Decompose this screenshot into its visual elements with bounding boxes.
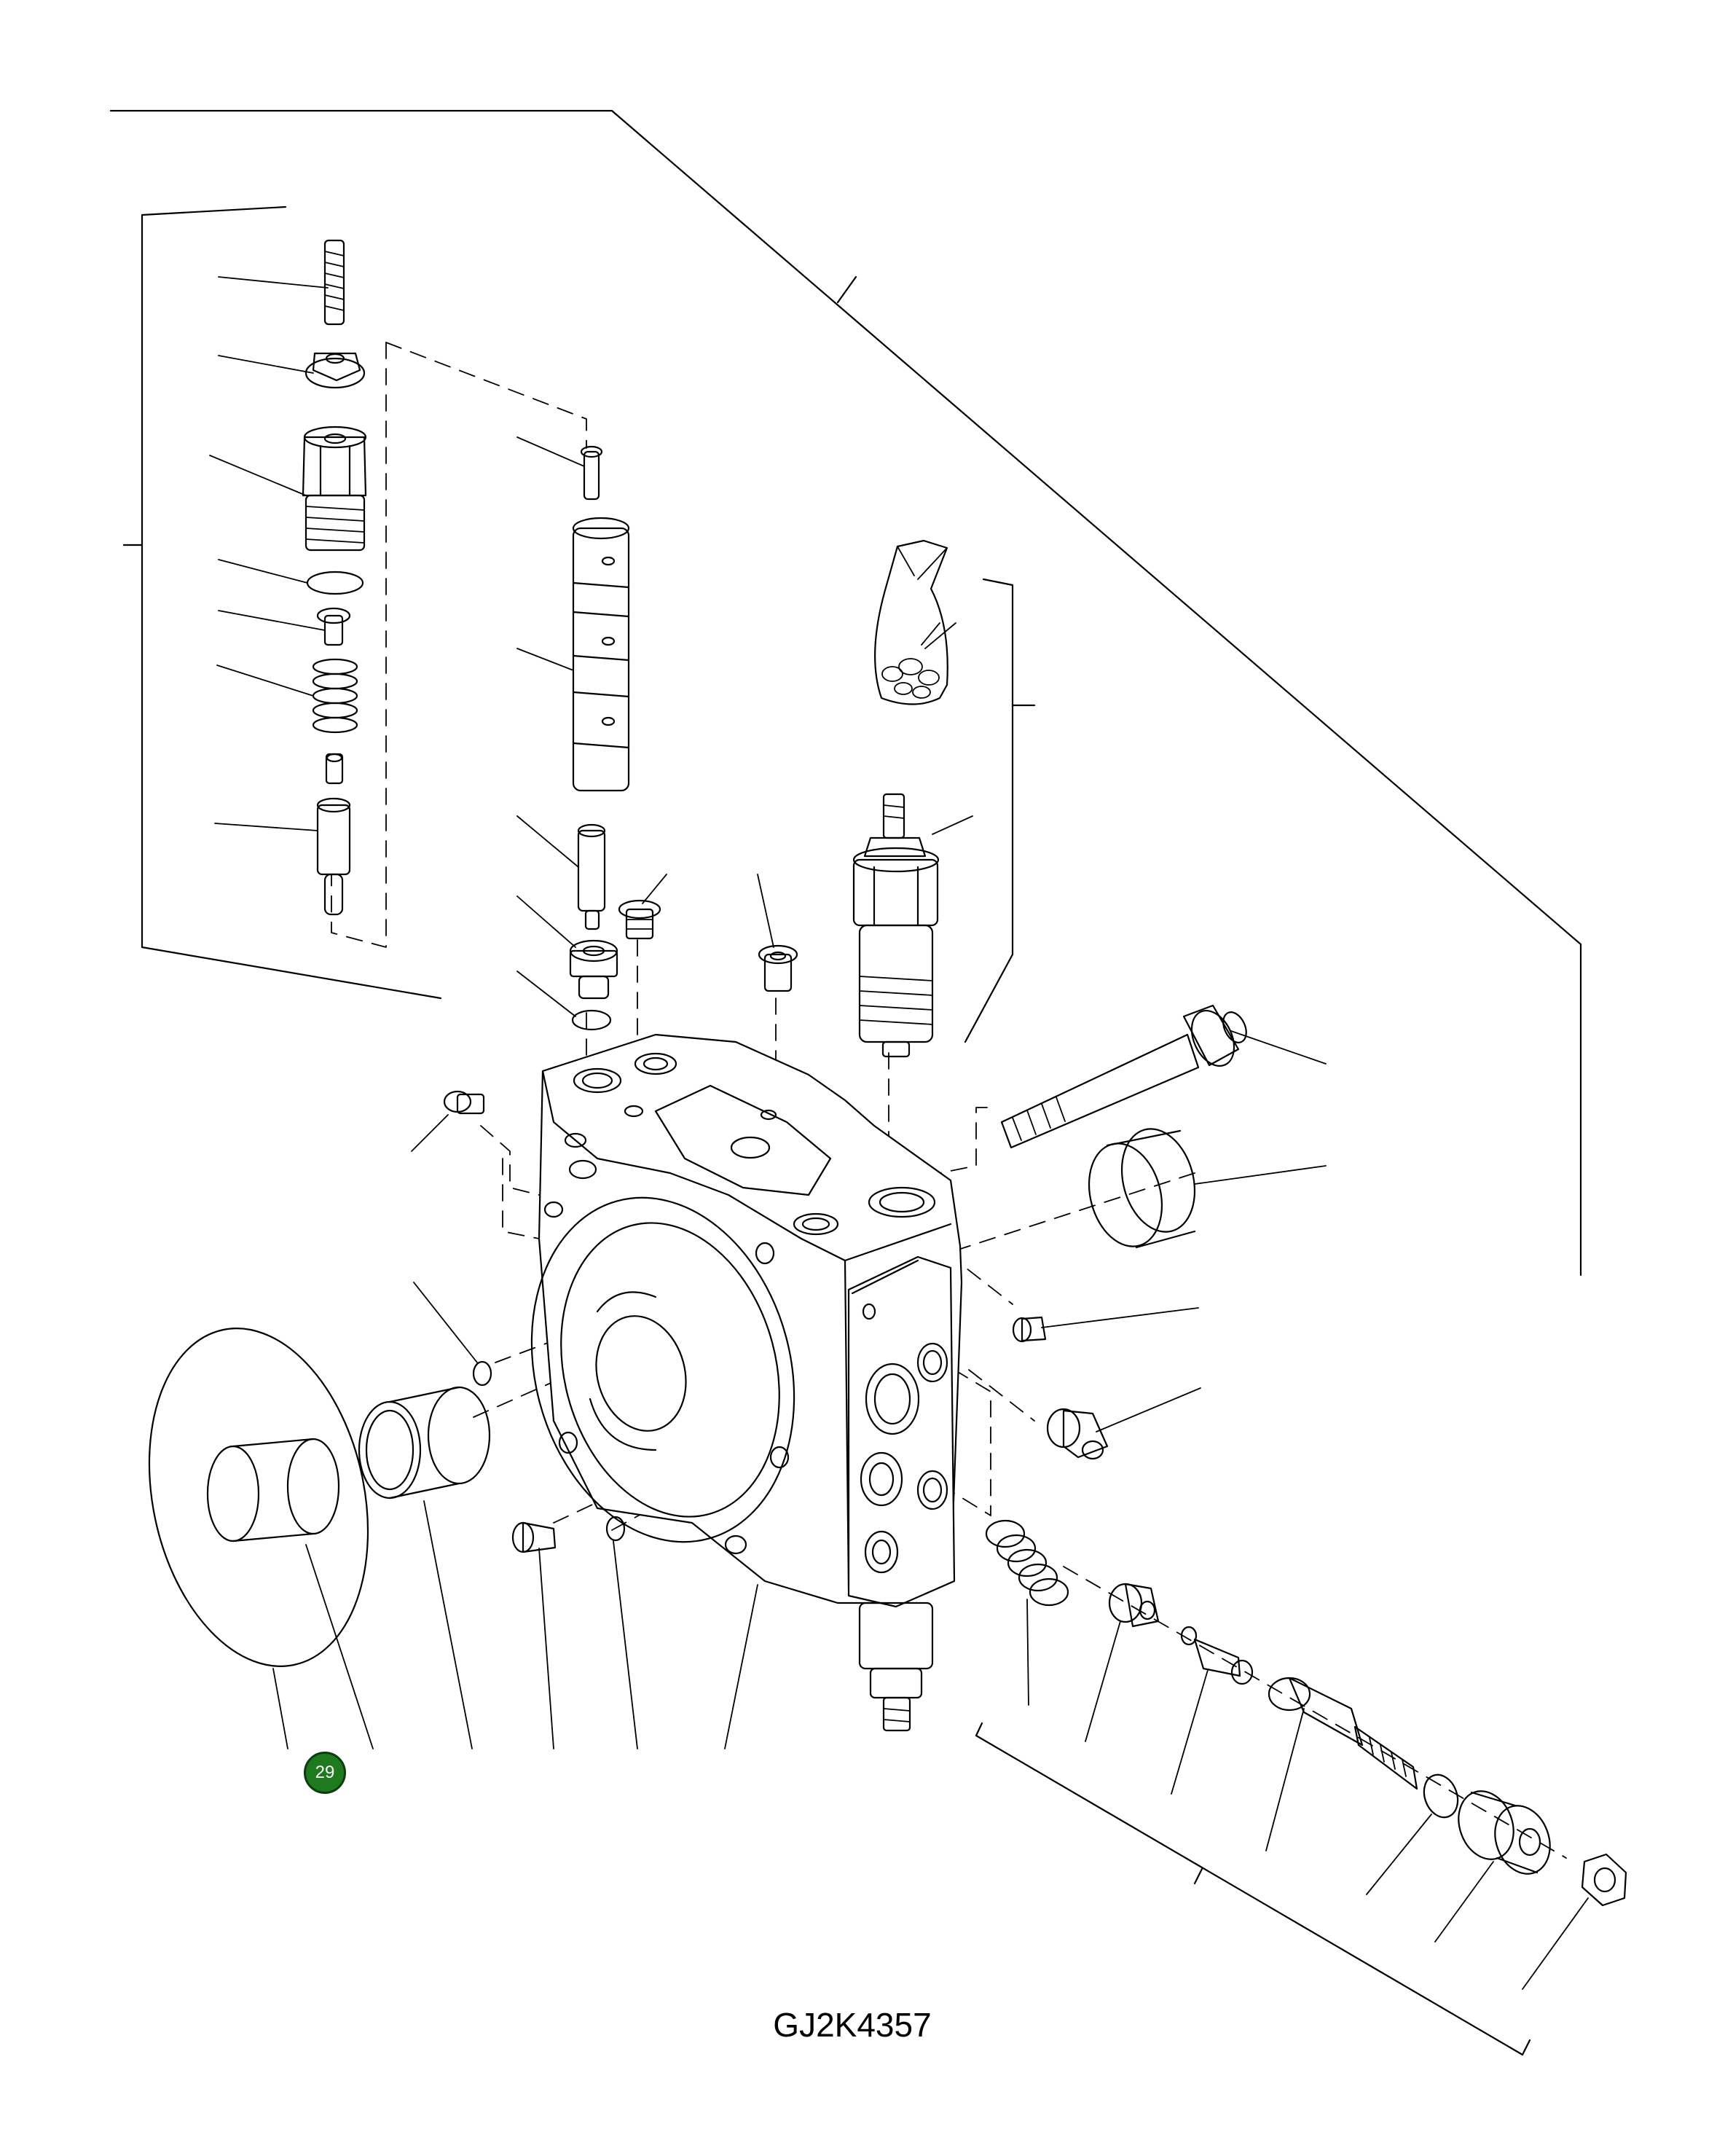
socket-head-bolt xyxy=(1000,1004,1247,1149)
bottom-group-tick xyxy=(1193,1867,1203,1885)
top-plug-a xyxy=(618,899,661,940)
left-group-bracket xyxy=(141,205,442,1000)
small-o-ring-b xyxy=(605,1516,626,1542)
group-brackets xyxy=(109,109,1582,2056)
leader-lines xyxy=(209,276,1589,1990)
outer-bushing xyxy=(358,1386,491,1500)
spring-seat xyxy=(316,607,351,646)
side-fitting-guide xyxy=(968,1369,1035,1422)
small-plugs xyxy=(443,899,798,1115)
bottom-group-bracket xyxy=(975,1722,1531,2056)
small-o-ring-a xyxy=(472,1360,492,1387)
top-group-tick xyxy=(836,275,857,304)
valve-body xyxy=(530,1033,963,1732)
ring-sleeve xyxy=(1088,1128,1196,1249)
left-valve-guide xyxy=(331,342,387,948)
diagram-code-label: GJ2K4357 xyxy=(773,2006,932,2044)
gasket xyxy=(148,1328,369,1667)
end-spring xyxy=(985,1519,1069,1607)
right-group-bracket xyxy=(964,578,1014,1043)
left-port-guide xyxy=(502,1158,540,1239)
o-ring xyxy=(306,571,364,595)
end-pin xyxy=(1180,1626,1254,1685)
inner-bushing xyxy=(206,1438,340,1542)
ring-guide xyxy=(946,1172,1195,1254)
oring-guide xyxy=(495,1340,554,1363)
spool-pin xyxy=(580,445,603,501)
assembly-guides xyxy=(331,342,1567,1859)
callout-29-badge[interactable]: 29 xyxy=(304,1752,346,1794)
bolt-guide xyxy=(939,1107,988,1174)
top-group-bracket xyxy=(109,109,1582,1277)
end-adjuster xyxy=(1458,1790,1551,1875)
lock-nut xyxy=(304,352,366,389)
relief-valve-cartridge xyxy=(852,793,940,1058)
spool-end-pin xyxy=(577,823,606,930)
spool-guide xyxy=(385,342,587,449)
side-plug-left xyxy=(443,1090,485,1115)
spool-parts xyxy=(569,445,630,1031)
seal-kit-bag xyxy=(874,539,948,705)
adjusting-screw xyxy=(323,239,345,326)
end-plunger xyxy=(1268,1677,1418,1790)
piston xyxy=(316,797,351,916)
left-parts xyxy=(148,1328,626,1667)
plug-cap xyxy=(569,939,618,1000)
side-small-plug xyxy=(1012,1316,1047,1343)
end-assembly-guide xyxy=(1063,1566,1567,1859)
left-valve-parts xyxy=(302,239,367,916)
end-seat xyxy=(1108,1583,1160,1628)
oring2-guide xyxy=(611,1486,693,1531)
end-cap-nut xyxy=(1581,1853,1627,1907)
top-plug-b xyxy=(758,944,798,992)
spool xyxy=(572,517,630,792)
left-plug-guide xyxy=(480,1125,540,1196)
bottom-right-parts xyxy=(985,1519,1627,1907)
side-fitting xyxy=(1046,1408,1109,1460)
poppet xyxy=(325,753,344,785)
valve-housing xyxy=(302,426,367,552)
spool-o-ring xyxy=(571,1009,612,1031)
end-o-ring xyxy=(1423,1773,1459,1819)
spring xyxy=(312,658,358,734)
flat-head-screw xyxy=(511,1521,557,1553)
